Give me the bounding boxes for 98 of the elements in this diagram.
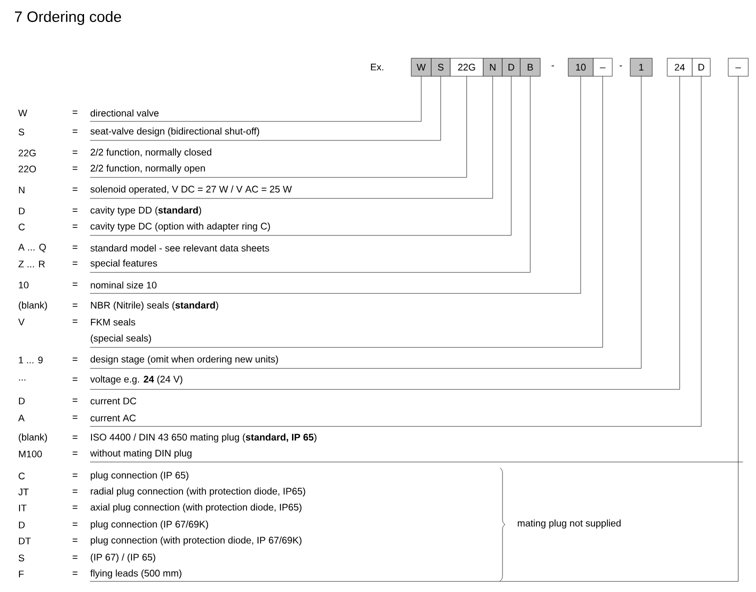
description-text: design stage (omit when ordering new units) [90, 356, 278, 364]
equals-sign: = [72, 246, 78, 249]
code-box: B [520, 58, 540, 76]
description-text: voltage e.g. 24 (24 V) [90, 376, 182, 384]
description-text: NBR (Nitrile) seals (standard) [91, 302, 218, 310]
code-key: M100 [19, 450, 42, 458]
code-key: D [19, 522, 25, 528]
description-text: solenoid operated, V DC = 27 W / V AC = 25 W [90, 186, 292, 194]
code-key: N [19, 186, 24, 194]
code-key: DT [19, 538, 31, 544]
description-text: 2/2 function, normally open [90, 164, 205, 174]
description-text: axial plug connection (with protection diode, IP65) [90, 504, 302, 512]
description-text: cavity type DC (option with adapter ring C) [90, 222, 270, 232]
code-key: A [18, 414, 25, 422]
equals-sign: = [72, 416, 78, 419]
description-text: special features [90, 260, 158, 268]
description-text: (IP 67) / (IP 65) [90, 554, 156, 562]
code-key: Z ... R [18, 260, 45, 268]
equals-sign: = [72, 282, 78, 286]
code-key: F [19, 570, 24, 578]
code-box: 22G [450, 58, 484, 76]
brace-label: mating plug not supplied [518, 520, 621, 528]
description-text: without mating DIN plug [90, 450, 192, 458]
code-box: 24 [667, 58, 692, 76]
code-key: D [19, 208, 25, 214]
equals-sign: = [72, 150, 78, 154]
code-box: 10 [568, 58, 594, 76]
equals-sign: = [72, 490, 78, 493]
description-text: plug connection (with protection diode, IP 67/69K) [90, 536, 302, 546]
equals-sign: = [72, 358, 78, 361]
description-text: current DC [90, 398, 136, 404]
equals-sign: = [72, 538, 78, 542]
code-box: D [502, 58, 520, 76]
equals-sign: = [72, 522, 78, 526]
equals-sign: = [72, 398, 78, 402]
description-text: standard model - see relevant data sheets [90, 244, 270, 252]
code-key: W [18, 110, 28, 116]
title: 7 Ordering code [14, 11, 122, 25]
code-key: C [18, 224, 25, 230]
code-key: A ... Q [18, 244, 46, 252]
leader-line [90, 76, 441, 141]
code-box: D [692, 58, 710, 76]
equals-sign: = [72, 474, 78, 477]
code-box: 1 [630, 58, 652, 76]
equals-sign: = [72, 452, 78, 455]
description-text: nominal size 10 [90, 281, 156, 289]
equals-sign: = [72, 166, 78, 170]
equals-sign: = [72, 188, 78, 191]
code-box: W [411, 58, 432, 76]
code-key: D [19, 398, 25, 404]
description-text: flying leads (500 mm) [90, 570, 182, 578]
description-text: ISO 4400 / DIN 43 650 mating plug (standard, IP 65) [91, 434, 316, 442]
description-text: (special seals) [90, 334, 151, 344]
description-text: FKM seals [91, 318, 136, 326]
leader-line [90, 76, 467, 178]
code-key: 22G [18, 150, 36, 156]
code-key: S [18, 554, 24, 562]
leader-line [90, 76, 493, 199]
code-box: N [483, 58, 502, 76]
equals-sign: = [72, 130, 78, 133]
leader-line [90, 76, 530, 273]
description-text: cavity type DD (standard) [90, 206, 202, 216]
example-label: Ex. [370, 64, 384, 70]
code-box: S [431, 58, 450, 76]
code-box: _ [593, 58, 612, 76]
code-key: 1 ... 9 [18, 356, 43, 364]
description-text: seat-valve design (bidirectional shut-off) [90, 128, 260, 136]
code-key: IT [19, 504, 27, 512]
equals-sign: = [72, 556, 78, 559]
equals-sign: = [72, 208, 78, 212]
leader-line [90, 76, 512, 236]
code-key: S [18, 128, 24, 136]
code-key: (blank) [18, 302, 47, 310]
equals-sign: = [72, 110, 78, 114]
description-text: radial plug connection (with protection diode, IP65) [90, 488, 306, 496]
code-box: _ [728, 58, 748, 76]
equals-sign: = [72, 378, 78, 381]
description-text: plug connection (IP 65) [90, 472, 188, 480]
description-text: 2/2 function, normally closed [90, 148, 212, 158]
equals-sign: = [72, 320, 78, 323]
leader-line [90, 76, 422, 122]
code-key: C [18, 472, 25, 480]
leader-line [90, 76, 581, 294]
code-key: 10 [18, 282, 28, 288]
equals-sign: = [72, 224, 78, 228]
leader-line [90, 76, 738, 582]
description-text: plug connection (IP 67/69K) [90, 520, 208, 530]
code-key: (blank) [18, 434, 47, 442]
equals-sign: = [72, 436, 78, 439]
description-text: current AC [90, 414, 136, 422]
equals-sign: = [72, 262, 78, 265]
code-key: V [18, 318, 25, 326]
equals-sign: = [72, 304, 78, 307]
equals-sign: = [72, 572, 78, 575]
code-key: JT [18, 488, 29, 496]
equals-sign: = [72, 506, 78, 509]
description-text: directional valve [90, 109, 159, 117]
code-key: 22O [18, 166, 36, 172]
